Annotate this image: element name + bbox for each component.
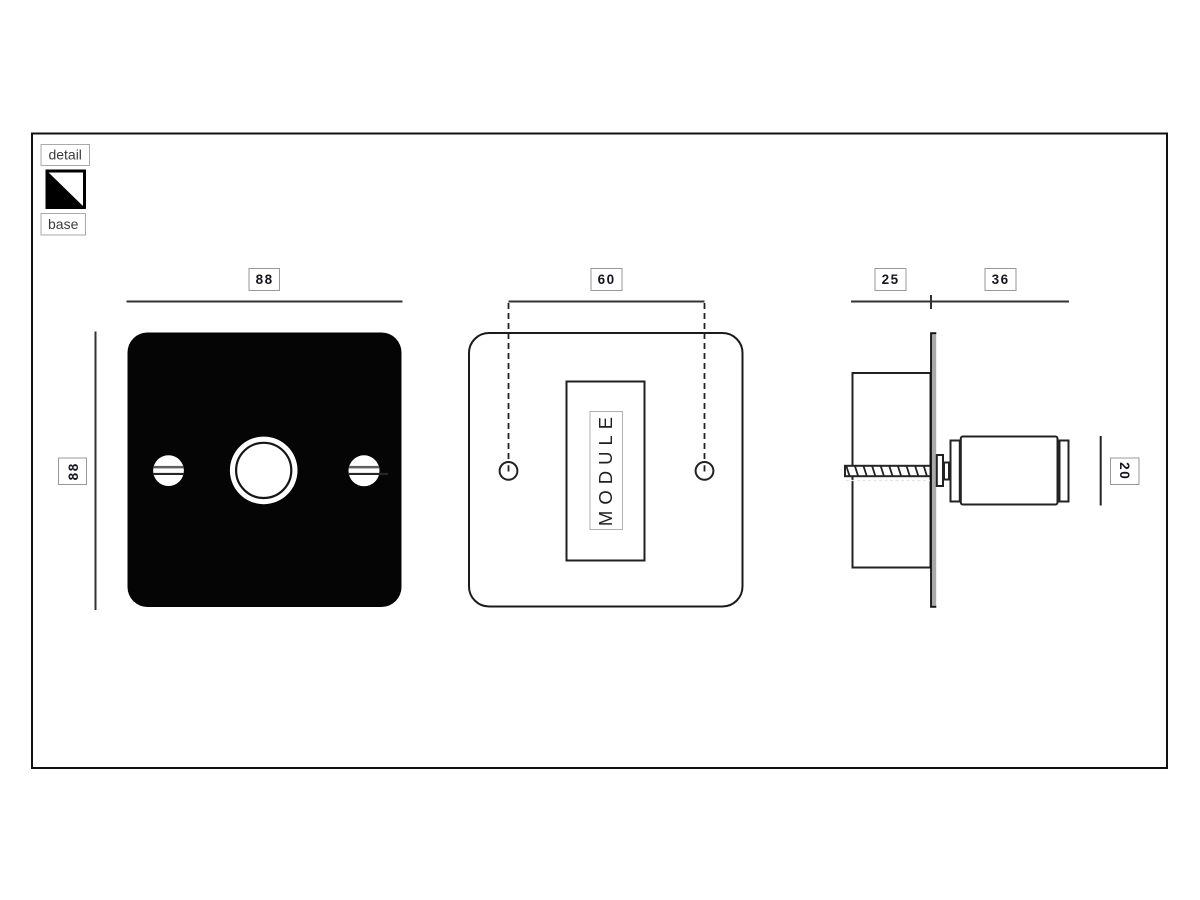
svg-text:25: 25: [882, 272, 900, 287]
svg-text:60: 60: [598, 272, 616, 287]
svg-text:detail: detail: [48, 147, 81, 163]
svg-text:MODULE: MODULE: [595, 411, 616, 526]
svg-text:88: 88: [256, 272, 274, 287]
svg-text:20: 20: [1117, 462, 1132, 480]
svg-text:88: 88: [66, 462, 81, 480]
svg-text:36: 36: [992, 272, 1010, 287]
svg-text:base: base: [48, 216, 79, 232]
